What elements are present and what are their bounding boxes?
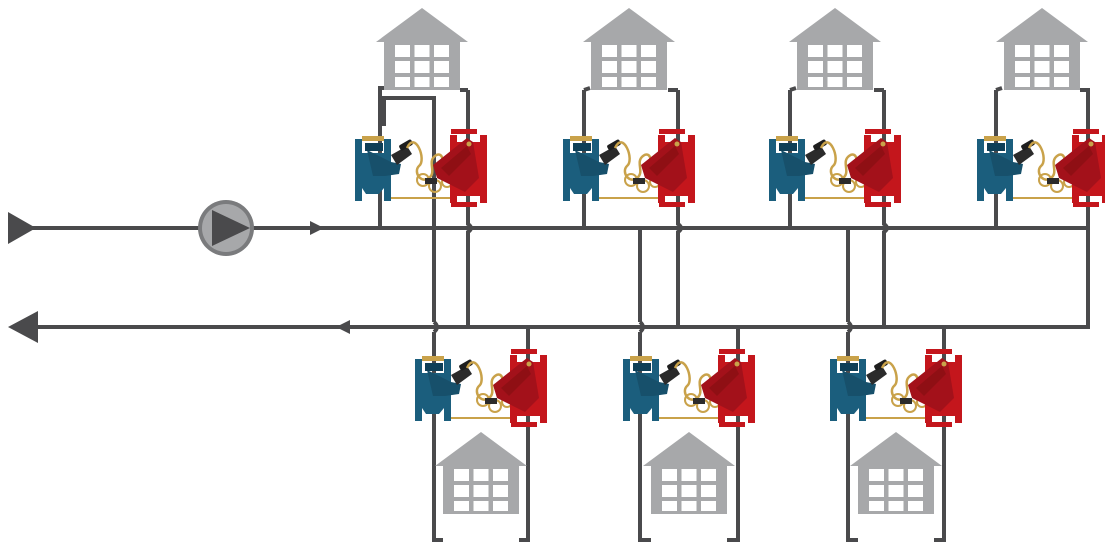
valve-pair-icon bbox=[353, 127, 489, 209]
return-direction-arrow-icon bbox=[336, 320, 350, 334]
valve-pair-icon bbox=[621, 347, 757, 429]
return-outlet-arrow-icon bbox=[8, 311, 38, 343]
circulation-pump-icon bbox=[198, 200, 254, 256]
building-icon bbox=[435, 432, 527, 514]
building-icon bbox=[583, 8, 675, 90]
building-icon bbox=[996, 8, 1088, 90]
supply-inlet-arrow-icon bbox=[8, 212, 36, 244]
top-building-connections bbox=[378, 86, 1090, 120]
building-icon bbox=[376, 8, 468, 90]
building-icon bbox=[643, 432, 735, 514]
building-icon bbox=[850, 432, 942, 514]
top-branch-pipes bbox=[378, 90, 998, 334]
supply-direction-arrow-icon bbox=[310, 221, 324, 235]
building-icon bbox=[789, 8, 881, 90]
return-main bbox=[30, 120, 1090, 329]
bottom-building-connections bbox=[432, 520, 946, 542]
